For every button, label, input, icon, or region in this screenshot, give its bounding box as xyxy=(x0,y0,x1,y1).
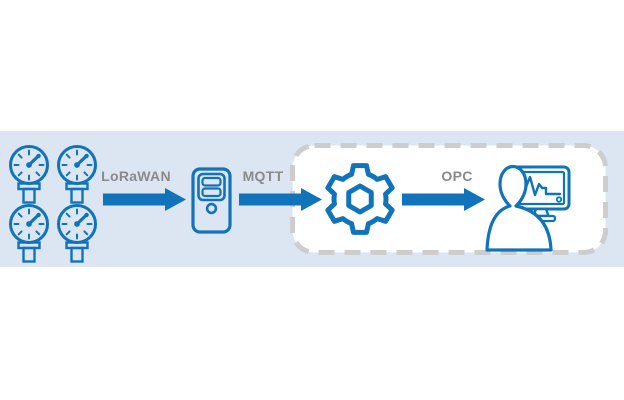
operator-monitor-icon xyxy=(485,164,571,252)
pressure-gauge-icon-4 xyxy=(56,203,98,264)
gear-icon xyxy=(325,163,395,235)
mqtt-label: MQTT xyxy=(242,168,284,184)
person-icon xyxy=(485,164,553,252)
pressure-gauge-icon-1 xyxy=(8,144,50,205)
lorawan-label: LoRaWAN xyxy=(101,168,171,184)
opc-label: OPC xyxy=(441,168,473,184)
pressure-gauge-icon-3 xyxy=(8,203,50,264)
lorawan-arrow xyxy=(103,188,186,211)
gateway-server-icon xyxy=(191,167,232,234)
